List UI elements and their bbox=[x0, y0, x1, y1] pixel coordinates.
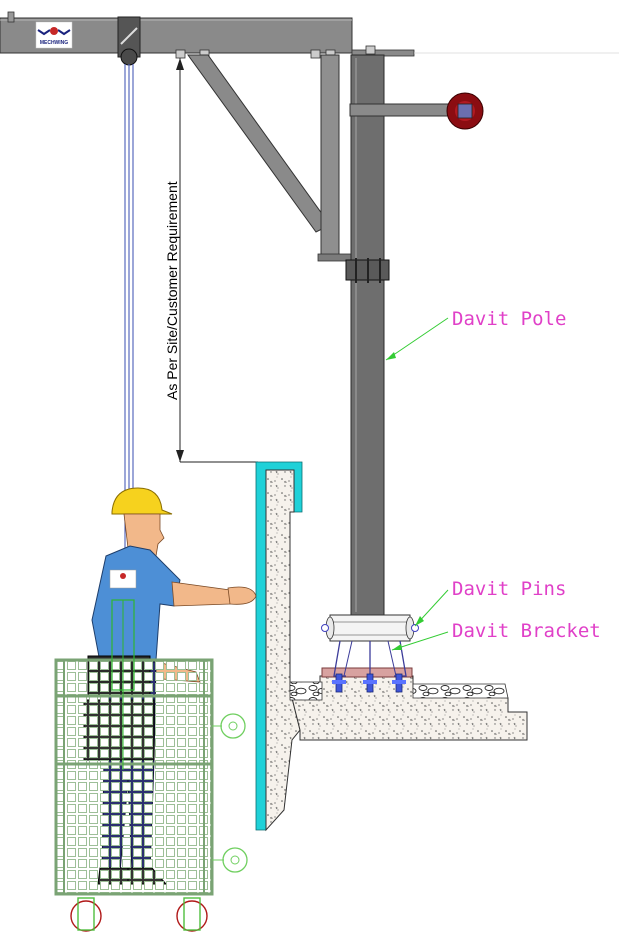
label-davit-bracket: Davit Bracket bbox=[452, 620, 601, 642]
davit-pole bbox=[345, 54, 484, 616]
boom-brace bbox=[187, 54, 371, 262]
davit-bracket bbox=[321, 614, 419, 693]
label-davit-pole: Davit Pole bbox=[452, 308, 566, 330]
building-structure bbox=[255, 461, 528, 832]
davit-arm bbox=[0, 11, 619, 66]
suspended-platform bbox=[54, 599, 248, 932]
mechwing-logo: MECHWING bbox=[35, 21, 73, 49]
label-davit-pins-group: Davit Pins bbox=[414, 578, 566, 627]
dimension-line: As Per Site/Customer Requirement bbox=[164, 58, 258, 463]
label-davit-pole-group: Davit Pole bbox=[385, 308, 566, 361]
logo-text: MECHWING bbox=[40, 40, 68, 46]
label-davit-pins: Davit Pins bbox=[452, 578, 566, 600]
label-davit-bracket-group: Davit Bracket bbox=[391, 620, 601, 651]
dimension-label: As Per Site/Customer Requirement bbox=[164, 181, 180, 400]
